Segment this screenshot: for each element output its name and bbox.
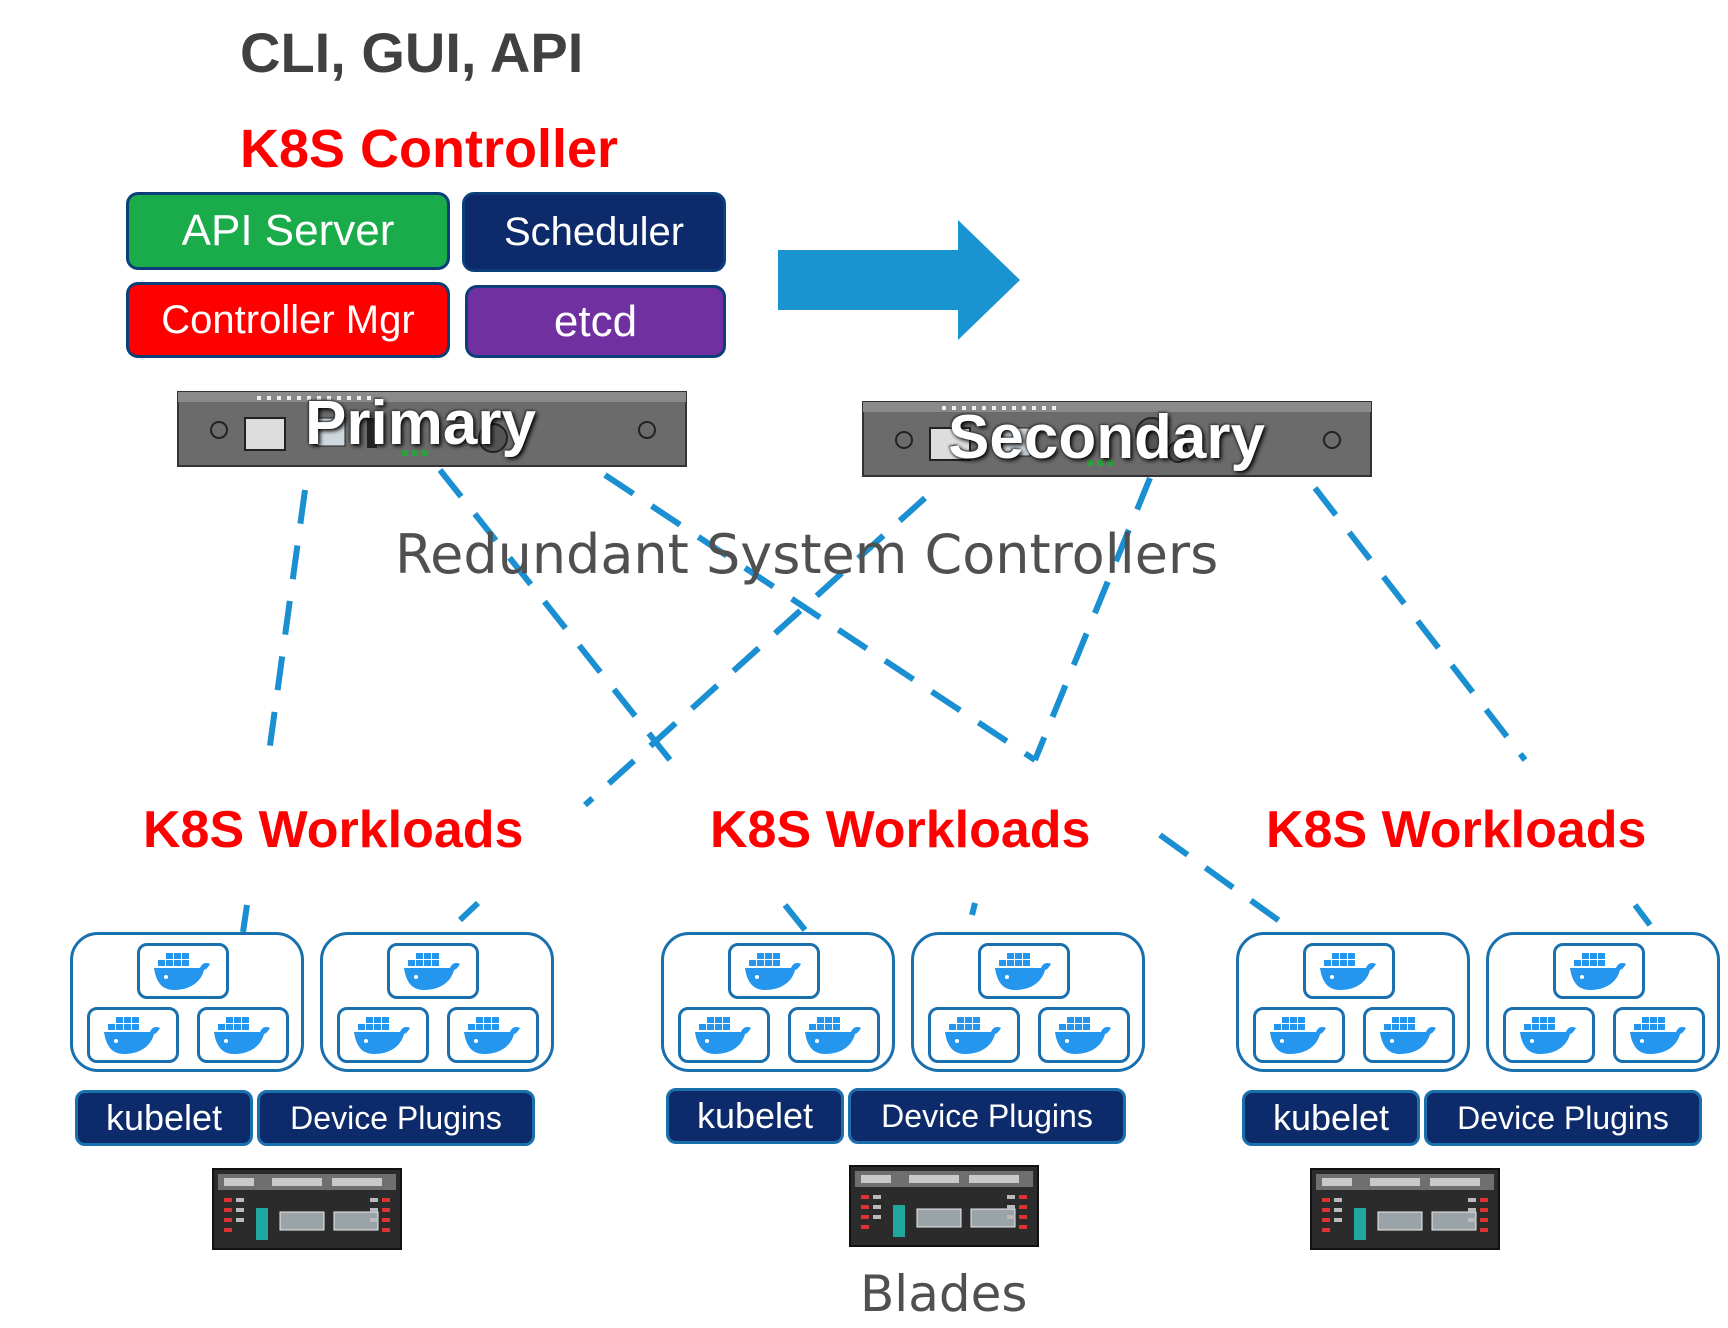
redundant-controllers-caption: Redundant System Controllers xyxy=(395,523,1219,586)
docker-whale-icon xyxy=(695,1017,751,1054)
link-primary-wl1 xyxy=(265,489,308,761)
docker-whale-icon xyxy=(104,1017,160,1054)
device-plugins-pill-3: Device Plugins xyxy=(1424,1090,1702,1146)
workloads-title-3: K8S Workloads xyxy=(1266,801,1647,859)
workloads-title-1: K8S Workloads xyxy=(143,801,524,859)
container-1-3 xyxy=(197,1007,289,1063)
docker-whale-icon xyxy=(1630,1017,1686,1054)
link-wl2-pod2 xyxy=(969,902,978,916)
link-wl3-pod2 xyxy=(1632,903,1653,927)
blade-3 xyxy=(1310,1168,1500,1255)
link-wl1-pod2 xyxy=(457,900,481,923)
kubelet-pill-3: kubelet xyxy=(1242,1090,1420,1146)
docker-whale-icon xyxy=(995,953,1051,990)
link-wl1-pod xyxy=(240,904,250,933)
docker-whale-icon xyxy=(1570,953,1626,990)
link-primary-wl3 xyxy=(603,472,1037,763)
secondary-label: Secondary xyxy=(948,403,1266,472)
arrow-icon xyxy=(778,220,1020,340)
docker-whale-icon xyxy=(805,1017,861,1054)
link-secondary-wl1 xyxy=(582,495,928,808)
docker-whale-icon xyxy=(154,953,210,990)
primary-controller: Primary xyxy=(177,388,687,470)
container-5-1 xyxy=(1303,943,1395,999)
container-4-3 xyxy=(1038,1007,1130,1063)
docker-whale-icon xyxy=(354,1017,410,1054)
primary-label: Primary xyxy=(305,389,536,458)
pod-5 xyxy=(1236,932,1470,1072)
pod-4 xyxy=(911,932,1145,1072)
blade-server-icon xyxy=(1310,1168,1500,1250)
blade-server-icon xyxy=(849,1165,1039,1247)
link-secondary-wl2 xyxy=(1032,476,1153,762)
docker-whale-icon xyxy=(1520,1017,1576,1054)
container-2-2 xyxy=(337,1007,429,1063)
link-primary-wl2 xyxy=(437,468,673,762)
pod-3 xyxy=(661,932,895,1072)
container-2-3 xyxy=(447,1007,539,1063)
docker-whale-icon xyxy=(404,953,460,990)
container-6-3 xyxy=(1613,1007,1705,1063)
etcd-box: etcd xyxy=(465,285,726,358)
container-1-1 xyxy=(137,943,229,999)
link-wl3-pod xyxy=(1158,832,1287,928)
container-3-2 xyxy=(678,1007,770,1063)
docker-whale-icon xyxy=(1055,1017,1111,1054)
container-2-1 xyxy=(387,943,479,999)
device-plugins-pill-1: Device Plugins xyxy=(257,1090,535,1146)
controller-mgr-box: Controller Mgr xyxy=(126,282,450,358)
docker-whale-icon xyxy=(214,1017,270,1054)
pod-1 xyxy=(70,932,304,1072)
interfaces-title: CLI, GUI, API xyxy=(240,21,584,84)
api-server-box: API Server xyxy=(126,192,450,270)
container-4-2 xyxy=(928,1007,1020,1063)
container-3-1 xyxy=(728,943,820,999)
container-6-1 xyxy=(1553,943,1645,999)
network-appliance-icon xyxy=(177,391,687,467)
docker-whale-icon xyxy=(1380,1017,1436,1054)
controller-title: K8S Controller xyxy=(240,119,619,179)
docker-whale-icon xyxy=(945,1017,1001,1054)
container-1-2 xyxy=(87,1007,179,1063)
secondary-controller: Secondary xyxy=(862,398,1372,480)
docker-whale-icon xyxy=(1320,953,1376,990)
pod-6 xyxy=(1486,932,1720,1072)
pod-2 xyxy=(320,932,554,1072)
blades-caption: Blades xyxy=(860,1265,1028,1323)
blade-1 xyxy=(212,1168,402,1255)
link-secondary-wl3 xyxy=(1312,486,1528,762)
docker-whale-icon xyxy=(745,953,801,990)
container-3-3 xyxy=(788,1007,880,1063)
kubelet-pill-1: kubelet xyxy=(75,1090,253,1146)
device-plugins-pill-2: Device Plugins xyxy=(848,1088,1126,1144)
docker-whale-icon xyxy=(1270,1017,1326,1054)
container-6-2 xyxy=(1503,1007,1595,1063)
scheduler-box: Scheduler xyxy=(462,192,726,272)
network-appliance-icon xyxy=(862,401,1372,477)
docker-whale-icon xyxy=(464,1017,520,1054)
blade-server-icon xyxy=(212,1168,402,1250)
container-5-3 xyxy=(1363,1007,1455,1063)
container-4-1 xyxy=(978,943,1070,999)
blade-2 xyxy=(849,1165,1039,1252)
container-5-2 xyxy=(1253,1007,1345,1063)
workloads-title-2: K8S Workloads xyxy=(710,801,1091,859)
link-wl2-pod xyxy=(782,903,808,932)
kubelet-pill-2: kubelet xyxy=(666,1088,844,1144)
